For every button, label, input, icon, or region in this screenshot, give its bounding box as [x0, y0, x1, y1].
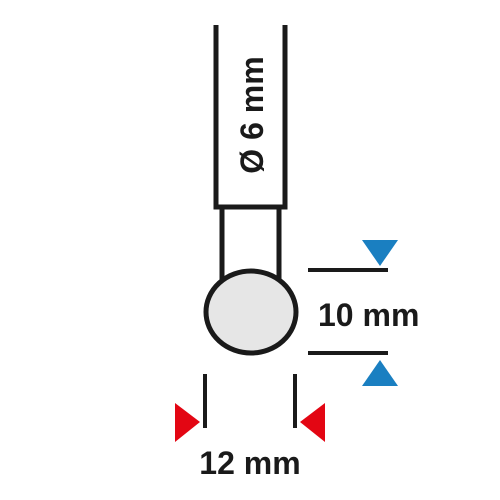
- head-width-label: 12 mm: [199, 445, 300, 481]
- head-height-label: 10 mm: [318, 297, 419, 333]
- shank-diameter-label: Ø 6 mm: [234, 56, 270, 173]
- height-arrow-bottom-icon: [362, 360, 398, 386]
- width-arrow-right-icon: [300, 403, 325, 442]
- width-arrow-left-icon: [175, 403, 200, 442]
- shank-outline: [213, 25, 288, 210]
- ball-head: [203, 268, 299, 356]
- height-arrow-top-icon: [362, 240, 398, 266]
